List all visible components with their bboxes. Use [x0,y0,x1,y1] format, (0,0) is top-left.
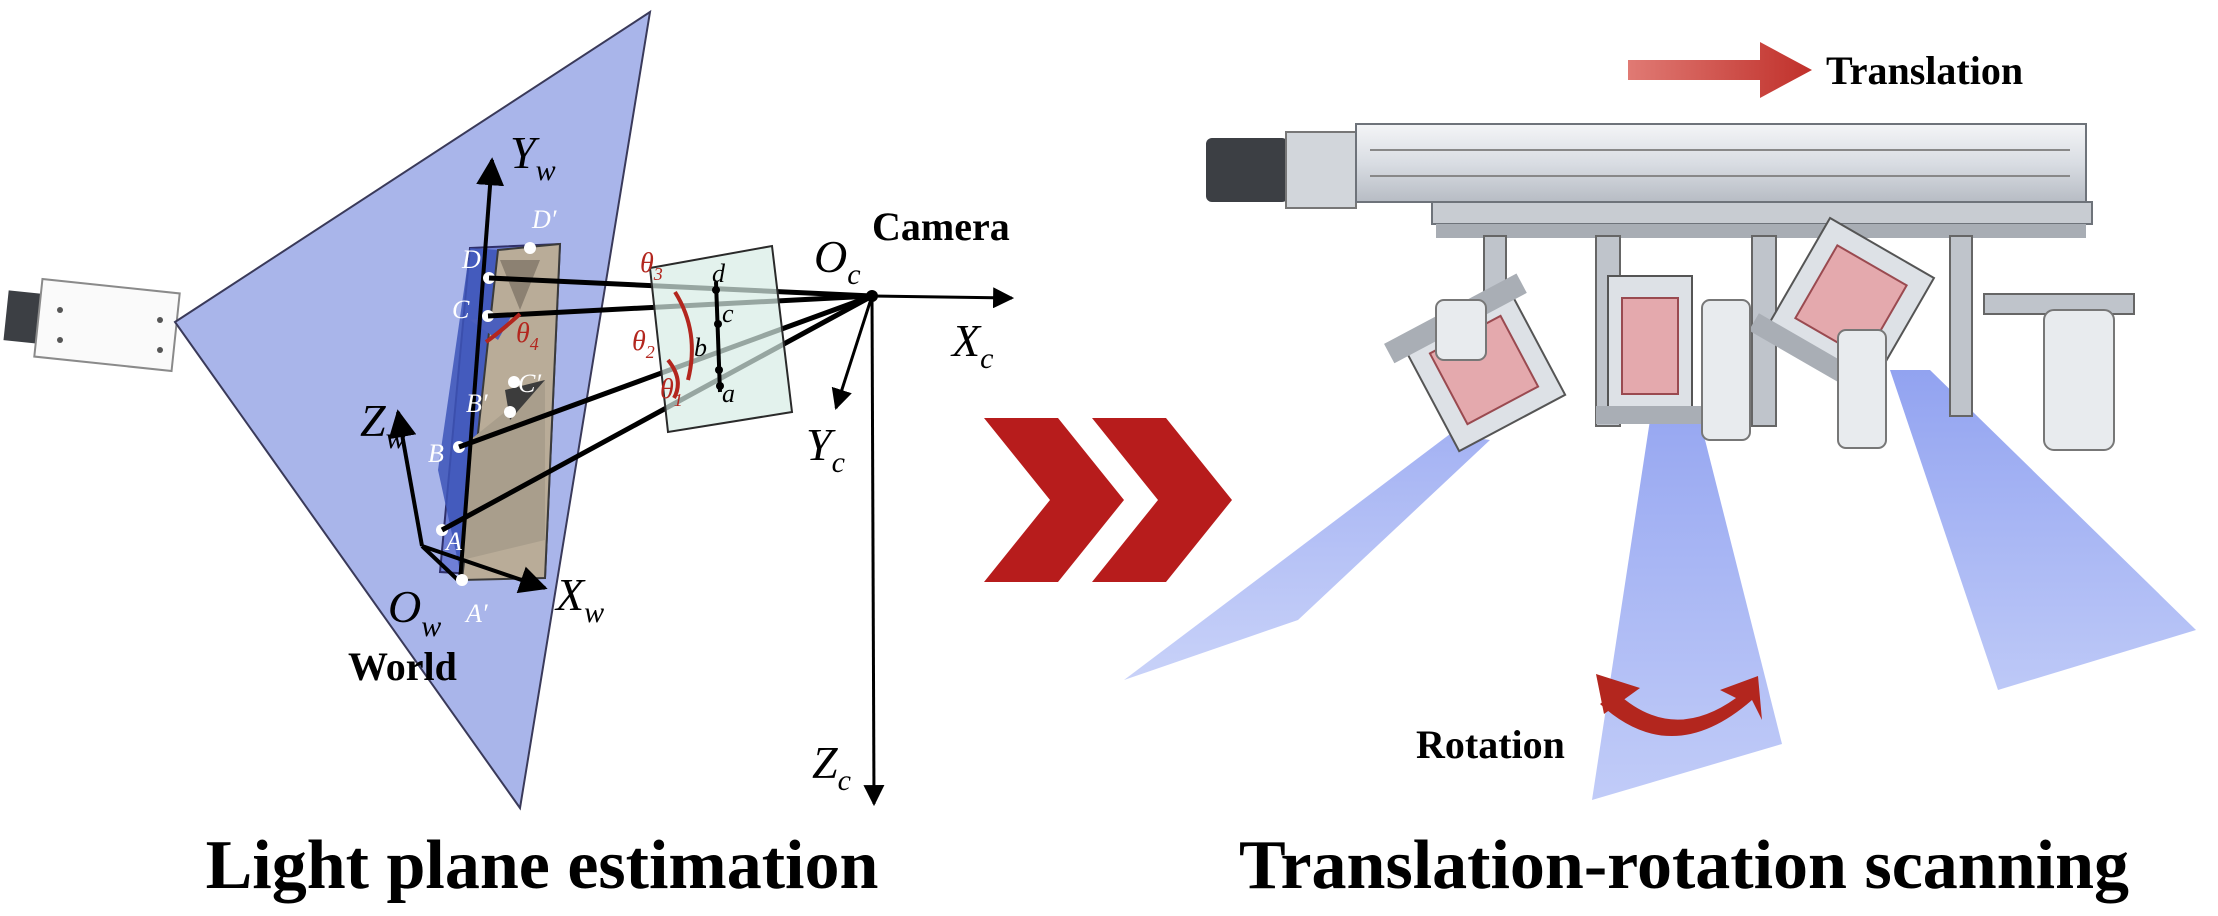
translation-arrow [1628,42,1812,98]
theta2-label: θ2 [632,326,655,362]
point-label-b-prime: B′ [466,389,488,418]
point-label-c: C [452,295,470,324]
image-plane [648,244,794,434]
left-caption: Light plane estimation [206,827,879,904]
rotation-motors [1435,299,2115,451]
zw-label: Zw [360,395,406,455]
image-label-a: a [722,379,735,408]
laser-beams [1124,370,2196,800]
sensor-center [1596,275,1704,424]
zc-label: Zc [812,737,851,797]
camera-label: Camera [872,204,1010,249]
linear-rail [1206,123,2093,238]
xw-axis-line [421,544,548,594]
theta-arc-lower [666,358,680,399]
ow-label: Ow [388,581,441,643]
rotation-label: Rotation [1416,722,1565,767]
theta4-label: θ4 [516,318,539,354]
laser-projector [3,277,181,373]
yw-axis-line [458,157,505,583]
scanning-rig-diagram: Translation Rotation [1124,42,2196,800]
light-plane-diagram: Yw Zw Xw Ow Oc Xc Yc Zc D D′ C C′ B B′ A… [3,9,1015,811]
rotation-arrow [1600,676,1762,737]
xc-label: Xc [950,315,993,375]
yc-label: Yc [806,419,845,479]
xw-label: Xw [554,569,604,629]
image-label-d: d [712,259,726,288]
yw-label: Yw [510,127,556,187]
theta-arc-upper [673,290,694,381]
image-label-b: b [694,333,707,362]
theta3-label: θ3 [640,248,663,284]
point-label-c-prime: C′ [518,369,541,398]
point-label-a: A [444,527,462,556]
zw-axis-line [388,409,424,547]
point-label-d: D [461,245,481,274]
point-label-a-prime: A′ [464,599,488,628]
zc-axis-line [863,295,885,807]
image-label-c: c [722,299,734,328]
theta1-label: θ1 [660,374,683,410]
xc-axis-line [871,287,1015,309]
point-label-b: B [428,439,444,468]
right-caption: Translation-rotation scanning [1239,827,2129,904]
camera-center [866,290,878,302]
oc-label: Oc [814,231,861,291]
translation-label: Translation [1826,48,2023,93]
transition-chevrons [984,418,1232,582]
point-label-d-prime: D′ [531,205,557,234]
theta4-arc [484,312,522,344]
yc-axis-line [831,295,874,410]
world-label: World [348,644,457,689]
